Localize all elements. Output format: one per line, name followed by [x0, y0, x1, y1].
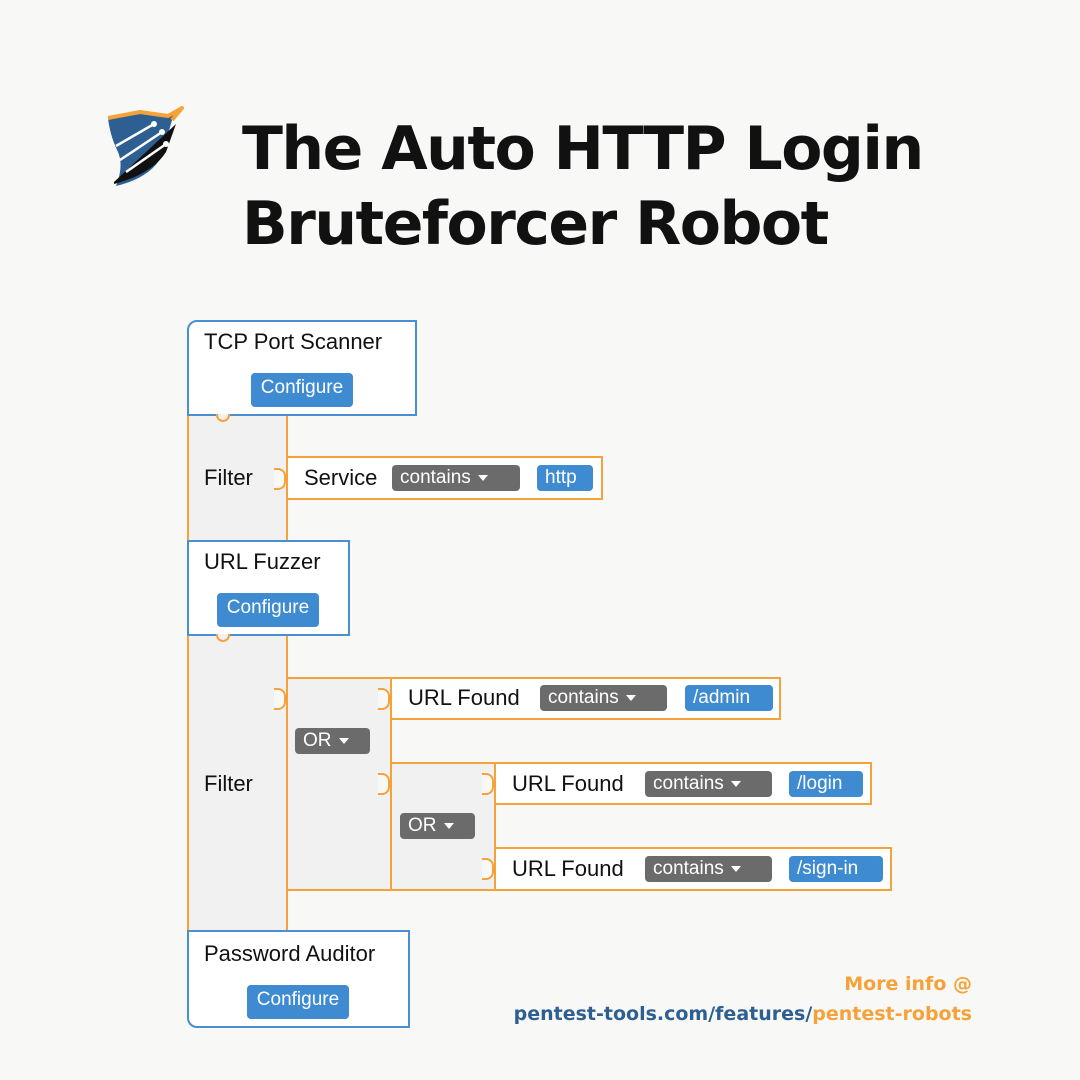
- title-line-1: The Auto HTTP Login: [242, 114, 924, 184]
- condition-field-url-found: URL Found: [512, 856, 624, 881]
- operator-dropdown-label: contains: [653, 773, 724, 794]
- or-block-1[interactable]: [286, 677, 392, 891]
- password-auditor-title: Password Auditor: [204, 941, 376, 966]
- more-info-label: More info @: [844, 973, 972, 995]
- operator-dropdown-login[interactable]: contains: [645, 771, 772, 797]
- tcp-port-scanner-title: TCP Port Scanner: [204, 329, 383, 354]
- filter-label-2: Filter: [204, 771, 253, 796]
- or-dropdown-1[interactable]: OR: [295, 728, 370, 754]
- filter-block-1[interactable]: [187, 413, 288, 543]
- value-field-sign-in[interactable]: /sign-in: [789, 856, 883, 882]
- footer-link[interactable]: pentest-tools.com/features/pentest-robot…: [514, 1003, 972, 1025]
- chevron-down-icon: [443, 822, 454, 829]
- condition-field-url-found: URL Found: [512, 771, 624, 796]
- filter-input-connector-2: [274, 688, 286, 710]
- or-dropdown-label: OR: [408, 815, 437, 836]
- condition-field-service: Service: [304, 465, 378, 490]
- value-field-http[interactable]: http: [537, 465, 593, 491]
- condition-field-url-found: URL Found: [408, 685, 520, 710]
- operator-dropdown-service[interactable]: contains: [392, 465, 520, 491]
- url-fuzzer-configure-button[interactable]: Configure: [217, 593, 319, 627]
- or-connector-1a: [378, 688, 390, 710]
- operator-dropdown-label: contains: [653, 858, 724, 879]
- or-dropdown-label: OR: [303, 730, 332, 751]
- operator-dropdown-sign-in[interactable]: contains: [645, 856, 772, 882]
- password-auditor-configure-button[interactable]: Configure: [247, 985, 349, 1019]
- operator-dropdown-label: contains: [400, 467, 471, 488]
- url-fuzzer-title: URL Fuzzer: [204, 549, 321, 574]
- or-connector-2b: [482, 858, 494, 880]
- chevron-down-icon: [625, 694, 636, 701]
- or-connector-2a: [482, 773, 494, 795]
- shield-icon: [107, 106, 184, 186]
- filter-input-connector-1: [274, 468, 286, 490]
- operator-dropdown-label: contains: [548, 687, 619, 708]
- footer-link-prefix: pentest-tools.com/features/: [513, 1003, 813, 1025]
- chevron-down-icon: [730, 865, 741, 872]
- tcp-configure-button[interactable]: Configure: [251, 373, 353, 407]
- page-title: The Auto HTTP Login Bruteforcer Robot: [242, 112, 924, 262]
- chevron-down-icon: [730, 780, 741, 787]
- block-notch-connector: [216, 414, 230, 422]
- value-field-admin[interactable]: /admin: [685, 685, 773, 711]
- or-dropdown-2[interactable]: OR: [400, 813, 475, 839]
- chevron-down-icon: [477, 474, 488, 481]
- or-connector-1b: [378, 773, 390, 795]
- operator-dropdown-admin[interactable]: contains: [540, 685, 667, 711]
- block-notch-connector: [216, 634, 230, 642]
- chevron-down-icon: [338, 737, 349, 744]
- footer-link-suffix: pentest-robots: [812, 1003, 972, 1025]
- title-line-2: Bruteforcer Robot: [242, 189, 829, 259]
- value-field-login[interactable]: /login: [789, 771, 863, 797]
- filter-label-1: Filter: [204, 465, 253, 490]
